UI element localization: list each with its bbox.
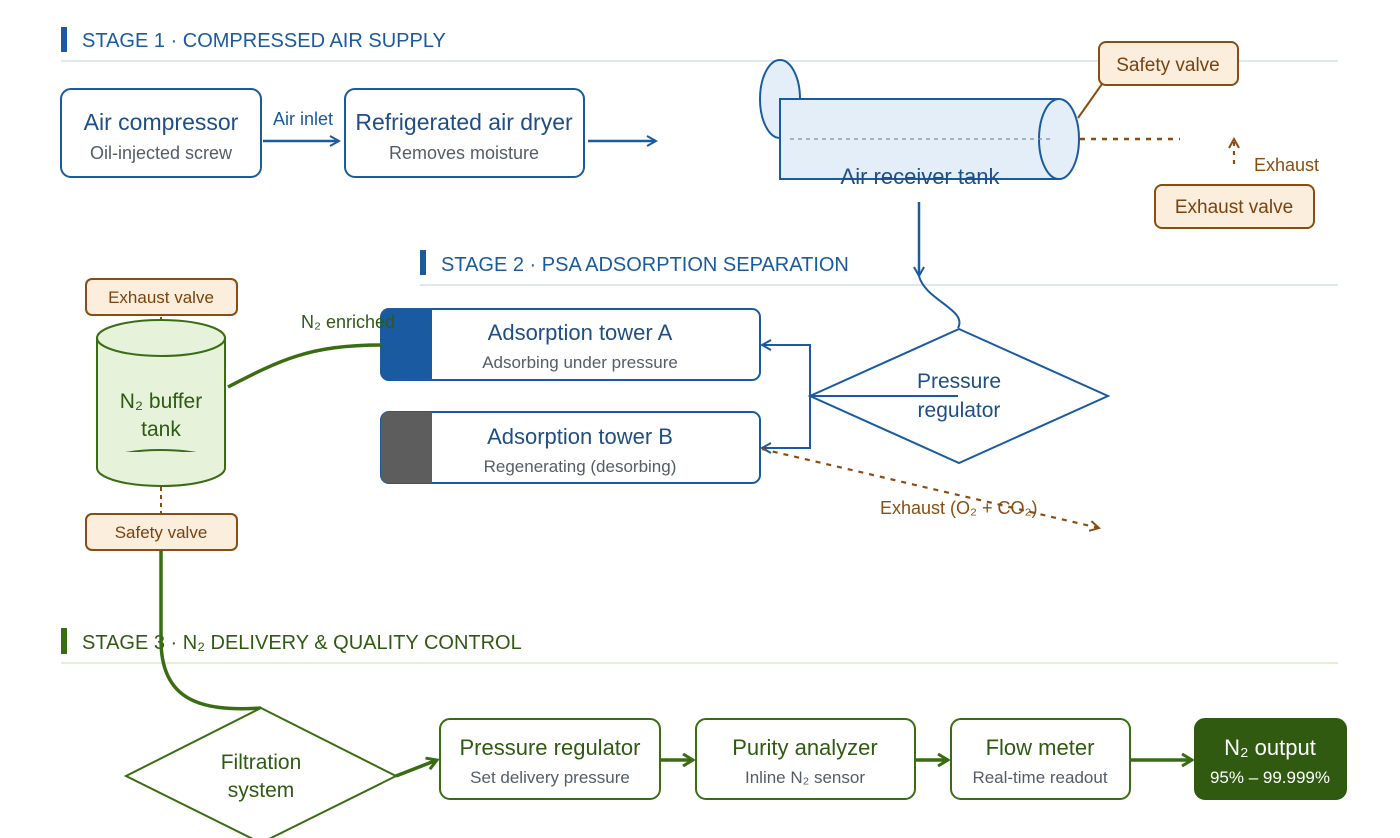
buffer-to-filtration-line xyxy=(159,551,262,711)
flow-meter[interactable]: Flow meter Real-time readout xyxy=(950,718,1131,800)
air-inlet-label: Air inlet xyxy=(273,109,333,129)
purity-analyzer-subtitle: Inline N₂ sensor xyxy=(745,768,865,787)
n2-output[interactable]: N₂ output 95% – 99.999% xyxy=(1194,718,1347,800)
regulator-inlet-curve xyxy=(918,275,961,329)
delivery-regulator-title: Pressure regulator xyxy=(460,735,641,760)
adsorption-tower-a[interactable]: Adsorption tower A Adsorbing under press… xyxy=(380,308,761,381)
stage-1-marker xyxy=(61,27,67,52)
tower-b-subtitle: Regenerating (desorbing) xyxy=(484,457,677,476)
buffer-tank-label-line2: tank xyxy=(141,418,181,441)
stage-2-title: STAGE 2 · PSA ADSORPTION SEPARATION xyxy=(441,254,849,276)
regulator-label-line2: regulator xyxy=(918,399,1001,422)
safety-valve-connector xyxy=(1077,83,1103,119)
regulator-to-tower-b xyxy=(762,396,811,448)
filtration-label-line2: system xyxy=(228,779,295,802)
tower-a-subtitle: Adsorbing under pressure xyxy=(482,353,678,372)
pressure-regulator-stage2[interactable]: Pressure regulator xyxy=(807,327,1111,465)
buffer-exhaust-valve-label: Exhaust valve xyxy=(108,288,214,307)
air-dryer-node[interactable]: Refrigerated air dryer Removes moisture xyxy=(344,88,585,178)
tower-b-exhaust-label: Exhaust (O₂ + CO₂) xyxy=(880,498,1038,518)
air-receiver-label: Air receiver tank xyxy=(841,164,1001,189)
air-dryer-title: Refrigerated air dryer xyxy=(355,109,573,135)
air-receiver-tank[interactable]: Air receiver tank xyxy=(759,59,1080,189)
tower-b-status-band xyxy=(381,412,432,483)
tower-a-status-band xyxy=(381,309,432,380)
flow-meter-subtitle: Real-time readout xyxy=(972,768,1107,787)
stage-3-title: STAGE 3 · N₂ DELIVERY & QUALITY CONTROL xyxy=(82,632,522,654)
tower-b-title: Adsorption tower B xyxy=(487,424,673,449)
air-compressor-node[interactable]: Air compressor Oil-injected screw xyxy=(60,88,262,178)
regulator-label-line1: Pressure xyxy=(917,370,1001,393)
tower-a-title: Adsorption tower A xyxy=(488,320,673,345)
n2-enriched-connector xyxy=(227,343,382,389)
delivery-regulator-subtitle: Set delivery pressure xyxy=(470,768,630,787)
tower-b-exhaust-arrow xyxy=(761,447,1099,528)
buffer-tank-label-line1: N₂ buffer xyxy=(120,390,202,413)
stage-3-marker xyxy=(61,628,67,654)
stage-1: STAGE 1 · COMPRESSED AIR SUPPLY Air comp… xyxy=(60,27,1338,276)
air-compressor-subtitle: Oil-injected screw xyxy=(90,143,233,163)
n2-output-title: N₂ output xyxy=(1224,735,1316,760)
adsorption-tower-b[interactable]: Adsorption tower B Regenerating (desorbi… xyxy=(380,411,761,484)
buffer-exhaust-valve[interactable]: Exhaust valve xyxy=(85,278,238,316)
air-dryer-subtitle: Removes moisture xyxy=(389,143,539,163)
filtration-to-regulator-arrow xyxy=(395,760,437,778)
safety-valve-top-label: Safety valve xyxy=(1116,55,1220,76)
n2-buffer-tank[interactable]: N₂ buffer tank xyxy=(96,319,226,487)
filtration-system[interactable]: Filtration system xyxy=(123,706,399,838)
n2-enriched-label: N₂ enriched xyxy=(301,312,395,332)
purity-analyzer[interactable]: Purity analyzer Inline N₂ sensor xyxy=(695,718,916,800)
flow-meter-title: Flow meter xyxy=(986,735,1095,760)
filtration-label-line1: Filtration xyxy=(221,751,302,774)
stage-2-marker xyxy=(420,250,426,275)
regulator-to-tower-a xyxy=(762,345,811,396)
exhaust-valve-top[interactable]: Exhaust valve xyxy=(1154,184,1315,229)
safety-valve-top[interactable]: Safety valve xyxy=(1098,41,1239,86)
air-compressor-title: Air compressor xyxy=(84,109,239,135)
stage-1-title: STAGE 1 · COMPRESSED AIR SUPPLY xyxy=(82,30,446,52)
buffer-safety-valve-label: Safety valve xyxy=(115,523,208,542)
pressure-regulator-stage3[interactable]: Pressure regulator Set delivery pressure xyxy=(439,718,661,800)
n2-output-purity-range: 95% – 99.999% xyxy=(1210,768,1330,787)
exhaust-valve-top-label: Exhaust valve xyxy=(1175,197,1293,218)
stage-3: STAGE 3 · N₂ DELIVERY & QUALITY CONTROL … xyxy=(61,551,1347,838)
stage-2: STAGE 2 · PSA ADSORPTION SEPARATION Pres… xyxy=(85,250,1338,551)
purity-analyzer-title: Purity analyzer xyxy=(732,735,878,760)
receiver-exhaust-label: Exhaust xyxy=(1254,155,1319,175)
buffer-safety-valve[interactable]: Safety valve xyxy=(85,513,238,551)
